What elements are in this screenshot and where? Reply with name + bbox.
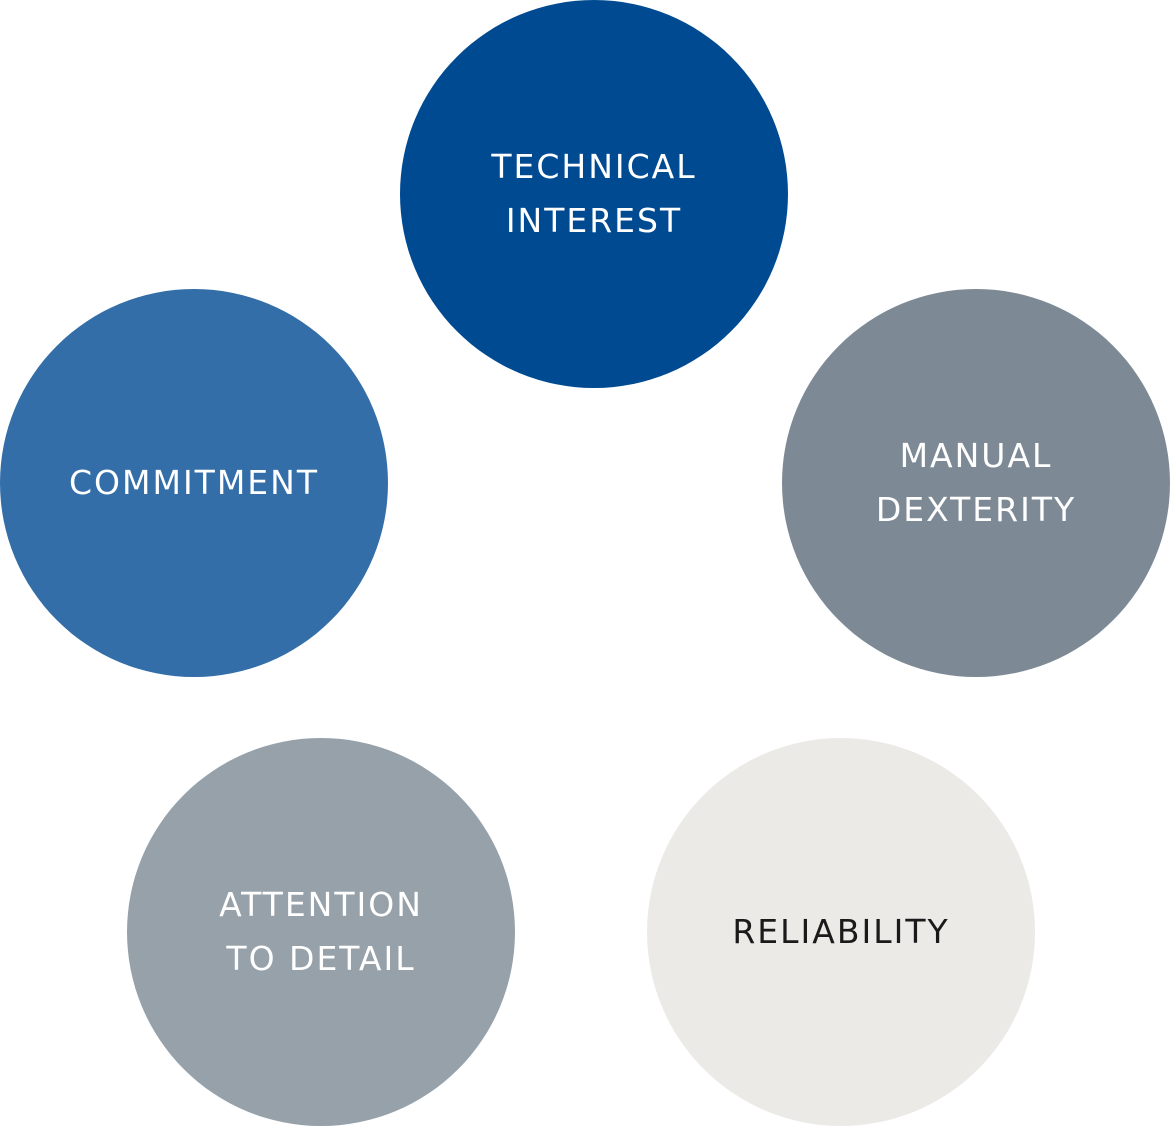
technical-interest-label: TECHNICAL INTEREST [491, 140, 696, 248]
manual-dexterity-label-line-1: MANUAL [899, 436, 1053, 475]
reliability-label: RELIABILITY [732, 905, 949, 959]
attention-to-detail-label-line-2: TO DETAIL [226, 939, 416, 978]
commitment-label-line-1: COMMITMENT [68, 463, 320, 502]
attention-to-detail-circle: ATTENTION TO DETAIL [127, 738, 515, 1126]
technical-interest-circle: TECHNICAL INTEREST [400, 0, 788, 388]
commitment-circle: COMMITMENT [0, 289, 388, 677]
reliability-label-line-1: RELIABILITY [732, 912, 950, 951]
manual-dexterity-circle: MANUAL DEXTERITY [782, 289, 1170, 677]
attention-to-detail-label: ATTENTION TO DETAIL [219, 878, 423, 986]
technical-interest-label-line-2: INTEREST [505, 201, 683, 240]
manual-dexterity-label: MANUAL DEXTERITY [876, 429, 1076, 537]
commitment-label: COMMITMENT [69, 456, 319, 510]
reliability-circle: RELIABILITY [647, 738, 1035, 1126]
attention-to-detail-label-line-1: ATTENTION [219, 885, 423, 924]
manual-dexterity-label-line-2: DEXTERITY [875, 490, 1077, 529]
technical-interest-label-line-1: TECHNICAL [491, 147, 697, 186]
